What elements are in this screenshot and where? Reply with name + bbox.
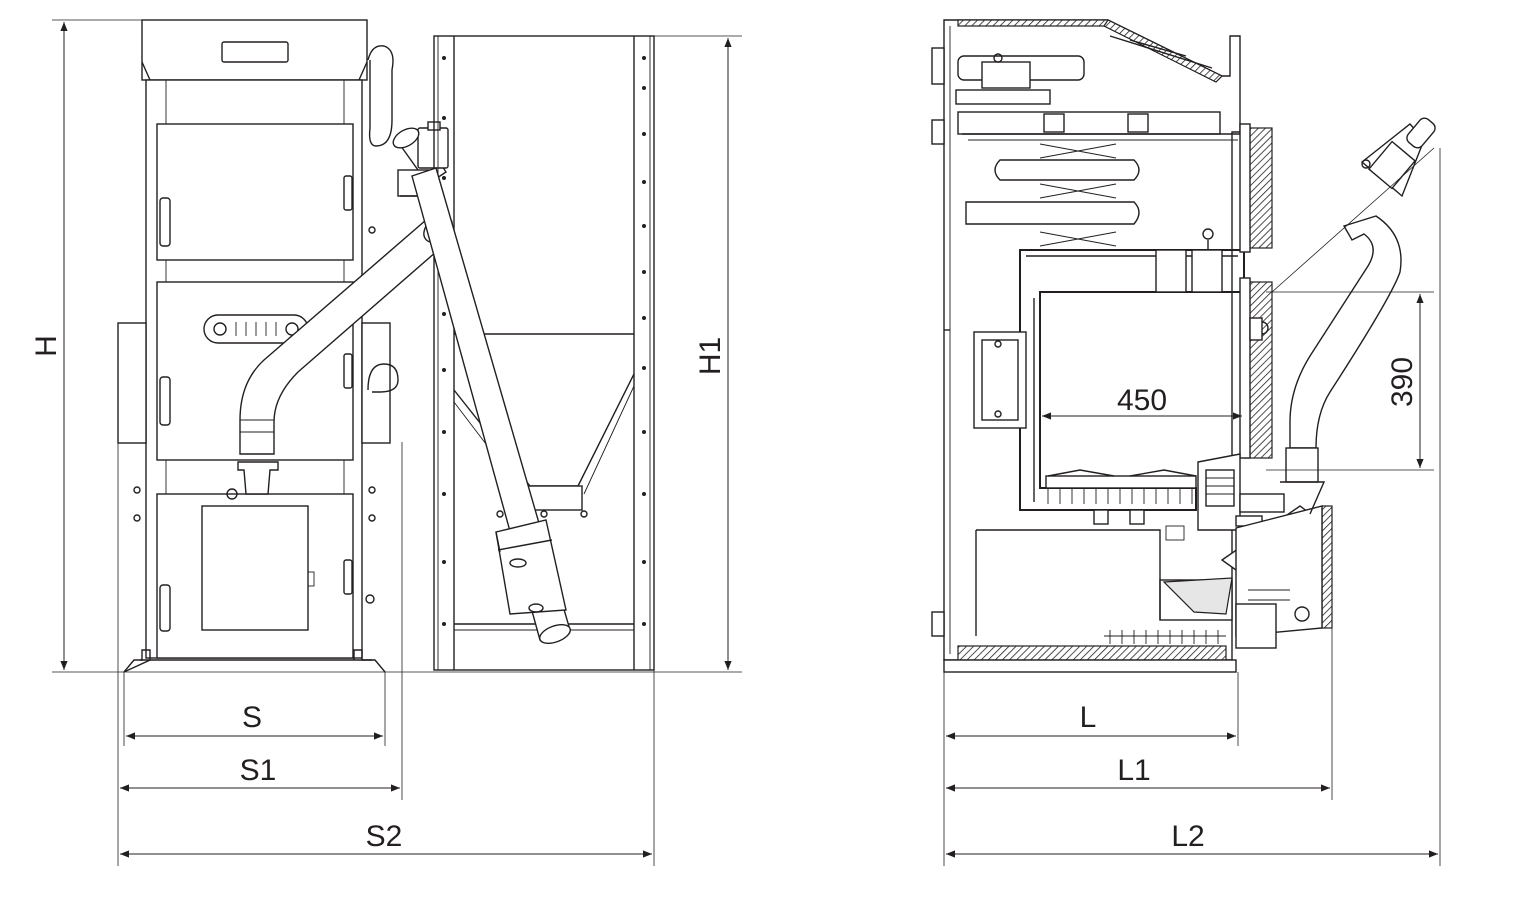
dim-label-s2: S2 <box>366 820 403 853</box>
dim-label-l2: L2 <box>1171 820 1204 853</box>
pellet-hopper <box>411 35 655 671</box>
side-view: L L1 L2 450 390 <box>931 19 1441 866</box>
side-dimensions: L L1 L2 450 390 <box>943 148 1441 866</box>
front-dimensions: H H1 S S1 S2 <box>30 19 742 866</box>
dim-label-l1: L1 <box>1117 754 1150 787</box>
dim-label-s1: S1 <box>240 754 277 787</box>
boiler-front <box>117 19 399 673</box>
boiler-section <box>931 19 1436 673</box>
dim-label-h1: H1 <box>694 337 727 375</box>
dim-label-450: 450 <box>1117 384 1167 417</box>
dim-label-h: H <box>30 335 63 357</box>
front-view: H H1 S S1 S2 <box>30 19 742 866</box>
dim-label-l: L <box>1080 701 1097 734</box>
dim-label-390: 390 <box>1386 357 1419 407</box>
dim-label-s: S <box>242 701 262 734</box>
